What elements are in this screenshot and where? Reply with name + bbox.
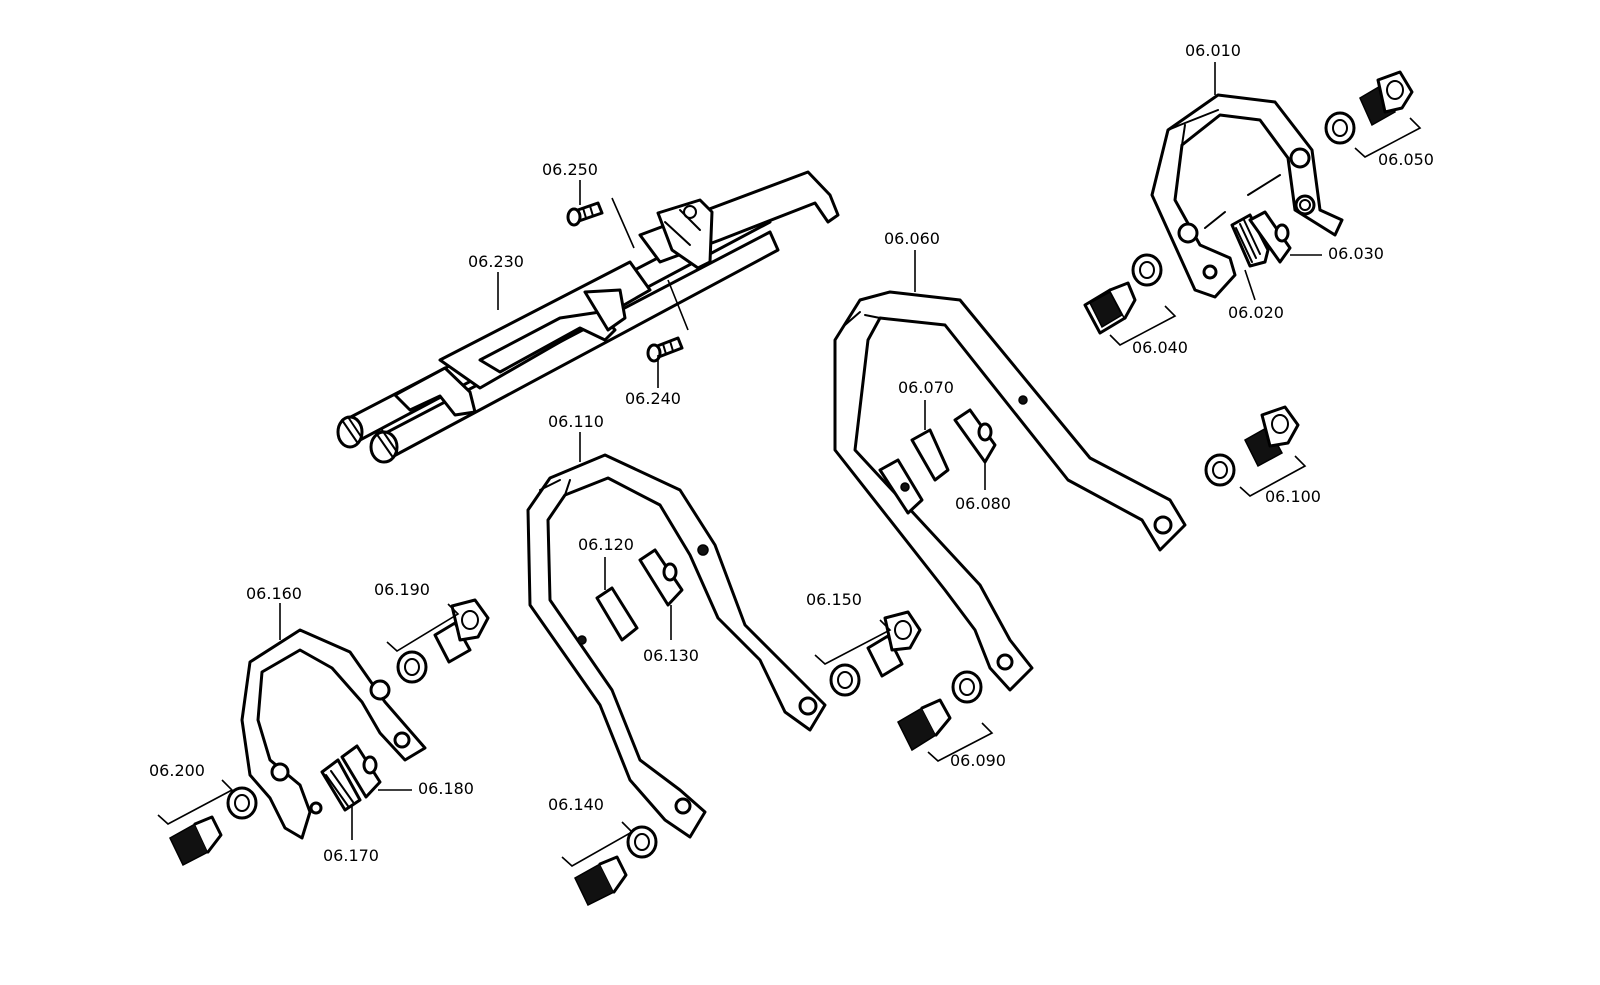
bolt-06050	[1359, 70, 1414, 127]
pad-06080	[953, 408, 997, 464]
label-06240: 06.240	[625, 389, 681, 408]
shift-rail-assembly	[336, 170, 840, 464]
label-06060: 06.060	[884, 229, 940, 248]
label-06020: 06.020	[1228, 303, 1284, 322]
bracket-06110	[526, 453, 827, 839]
label-06050: 06.050	[1378, 150, 1434, 169]
label-06160: 06.160	[246, 584, 302, 603]
label-06200: 06.200	[149, 761, 205, 780]
label-06040: 06.040	[1132, 338, 1188, 357]
washer-06090	[951, 670, 983, 704]
screw-06250	[566, 201, 604, 227]
bolt-06150	[866, 610, 922, 678]
label-06120: 06.120	[578, 535, 634, 554]
label-06090: 06.090	[950, 751, 1006, 770]
label-06070: 06.070	[898, 378, 954, 397]
label-06180: 06.180	[418, 779, 474, 798]
washer-06150	[829, 663, 861, 697]
label-06080: 06.080	[955, 494, 1011, 513]
label-06030: 06.030	[1328, 244, 1384, 263]
pad-06170	[320, 758, 362, 812]
washer-06140	[626, 825, 658, 859]
pad-06020	[1230, 213, 1270, 268]
pad-06130	[638, 548, 684, 607]
label-06230: 06.230	[468, 252, 524, 271]
pad-06030	[1248, 210, 1292, 264]
leader-lines	[157, 62, 1422, 867]
washer-06050	[1324, 111, 1356, 145]
label-06010: 06.010	[1185, 41, 1241, 60]
washer-06100	[1204, 453, 1236, 487]
bolt-06140	[574, 855, 628, 907]
label-06170: 06.170	[323, 846, 379, 865]
label-06140: 06.140	[548, 795, 604, 814]
washer-06190	[396, 650, 428, 684]
bolt-06040	[1083, 281, 1137, 335]
pad-06120	[595, 586, 639, 642]
bolt-06190	[433, 598, 490, 664]
washer-06200	[226, 786, 258, 820]
bolt-06100	[1244, 405, 1300, 468]
bolt-06090	[897, 698, 952, 752]
screw-06240	[646, 336, 684, 363]
bracket-06160	[240, 628, 427, 840]
label-06100: 06.100	[1265, 487, 1321, 506]
label-06250: 06.250	[542, 160, 598, 179]
label-06190: 06.190	[374, 580, 430, 599]
bolt-06200	[169, 815, 223, 867]
label-06110: 06.110	[548, 412, 604, 431]
pad-06070	[878, 428, 950, 515]
bracket-06060	[833, 290, 1187, 692]
label-06130: 06.130	[643, 646, 699, 665]
pad-06180	[340, 744, 382, 799]
bracket-06010	[1150, 93, 1344, 299]
washer-06040	[1131, 253, 1163, 287]
label-06150: 06.150	[806, 590, 862, 609]
part-labels: 06.010 06.050 06.030 06.020 06.040 06.06…	[149, 41, 1434, 865]
